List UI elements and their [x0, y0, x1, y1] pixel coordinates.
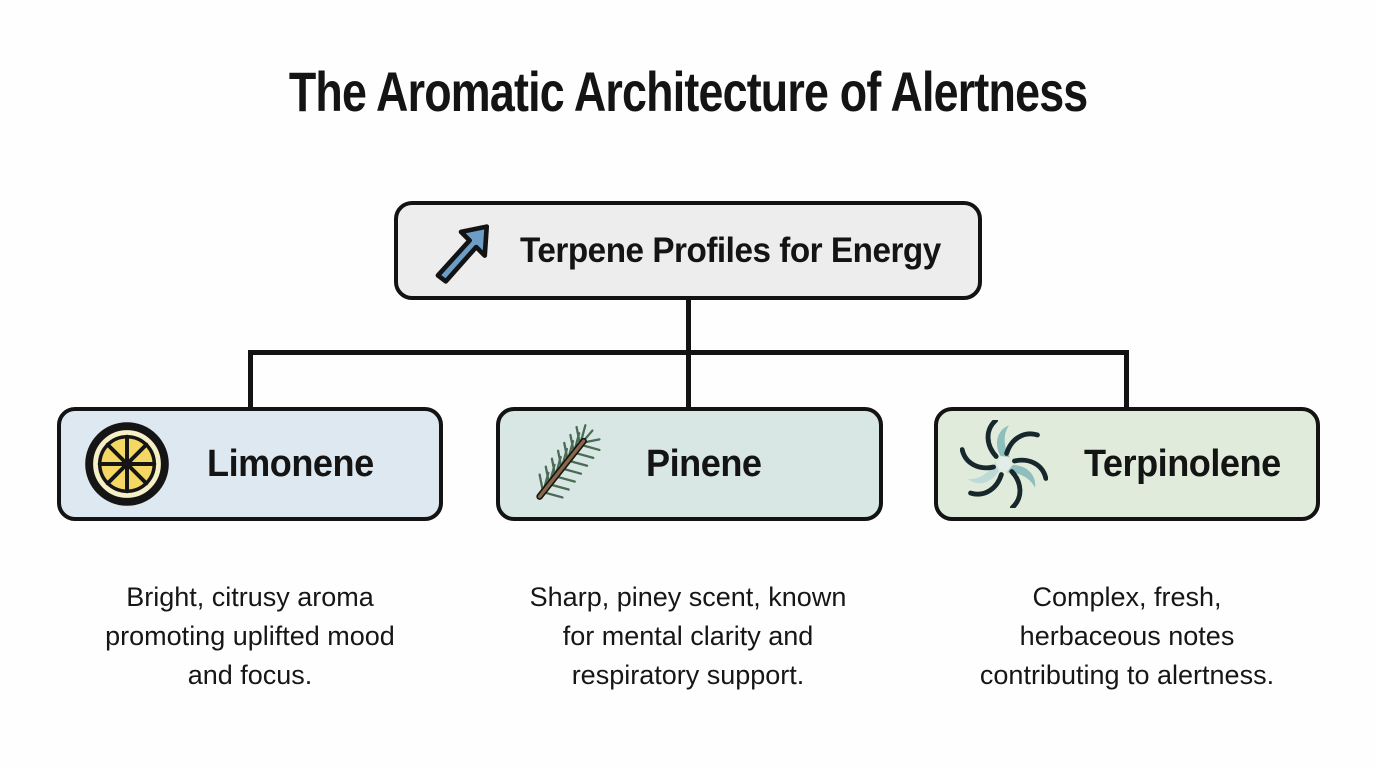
swirl-icon — [960, 420, 1048, 508]
node-terpinolene: Terpinolene — [934, 407, 1320, 521]
connector-middle-stub — [686, 353, 691, 408]
connector-horizontal — [248, 350, 1129, 355]
node-limonene: Limonene — [57, 407, 443, 521]
connector-left-stub — [248, 353, 253, 408]
connector-root-vertical — [686, 298, 691, 352]
description-limonene: Bright, citrusy aroma promoting uplifted… — [105, 582, 395, 690]
node-label-limonene: Limonene — [207, 442, 374, 485]
page-title: The Aromatic Architecture of Alertness — [288, 60, 1088, 123]
citrus-slice-icon — [85, 422, 169, 506]
node-label-pinene: Pinene — [646, 442, 762, 485]
node-terpene-profiles: Terpene Profiles for Energy — [394, 201, 982, 300]
root-node-label: Terpene Profiles for Energy — [520, 230, 941, 270]
description-terpinolene: Complex, fresh, herbaceous notes contrib… — [979, 582, 1275, 690]
pine-branch-icon — [536, 424, 601, 500]
description-pinene: Sharp, piney scent, known for mental cla… — [529, 582, 847, 690]
trending-up-arrow-icon — [435, 223, 490, 284]
node-pinene: Pinene — [496, 407, 883, 521]
node-label-terpinolene: Terpinolene — [1084, 442, 1281, 485]
connector-right-stub — [1124, 353, 1129, 408]
